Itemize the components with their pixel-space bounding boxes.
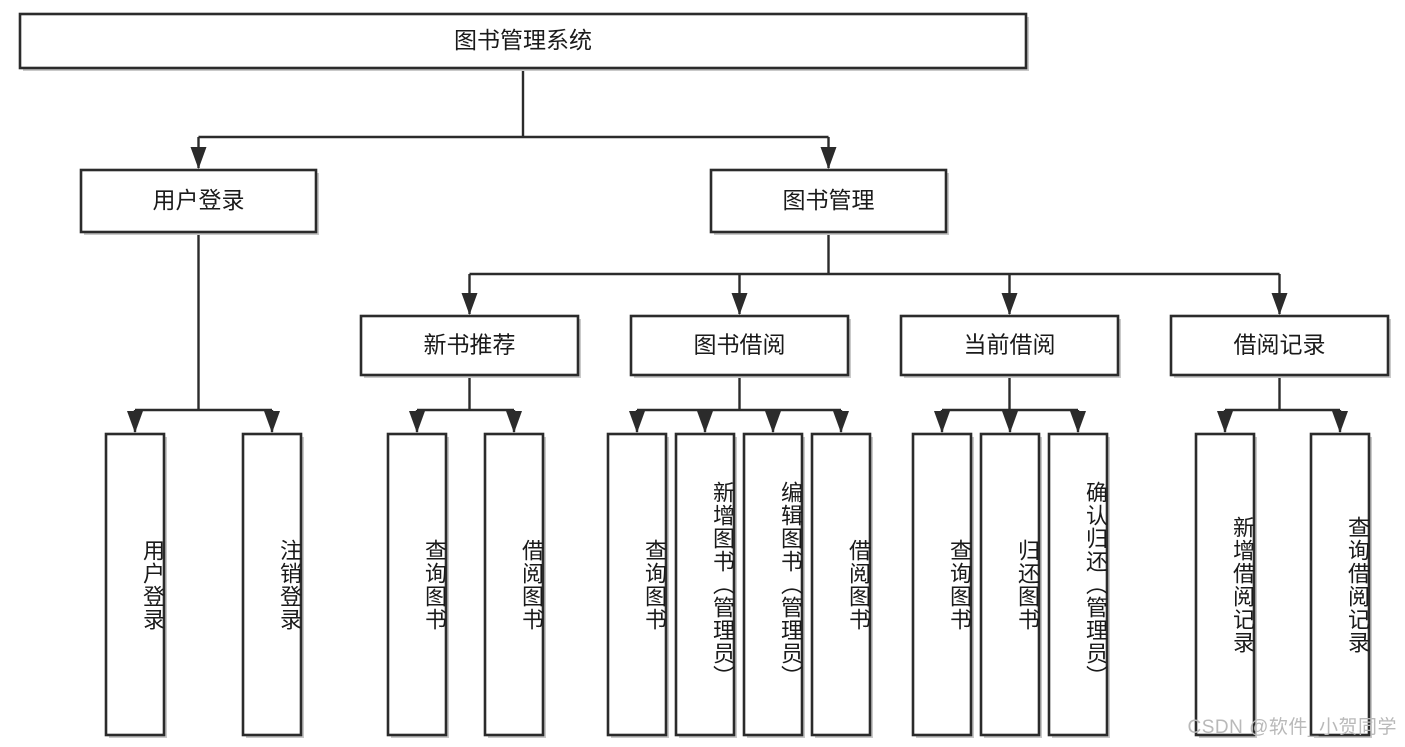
node-leaf-borrow-book-2[interactable] [810, 432, 872, 737]
arrow-head-icon [127, 411, 143, 433]
node-book-manage-label: 图书管理 [783, 187, 875, 213]
arrow-head-icon [1271, 293, 1288, 315]
arrow-head-icon [629, 411, 645, 433]
node-user-login-label: 用户登录 [153, 187, 245, 213]
arrow-head-icon [1002, 411, 1018, 433]
node-borrow-record[interactable] [1169, 314, 1390, 377]
arrow-head-icon [1001, 293, 1018, 315]
arrow-head-icon [697, 411, 713, 433]
node-leaf-query-book-3[interactable] [911, 432, 973, 737]
node-new-book-recommend[interactable] [359, 314, 580, 377]
arrow-head-icon [1070, 411, 1086, 433]
node-leaf-borrow-book-1[interactable] [483, 432, 545, 737]
node-root-label: 图书管理系统 [454, 27, 592, 53]
arrow-head-icon [1332, 411, 1348, 433]
arrow-head-icon [934, 411, 950, 433]
boxes-layer [18, 12, 1391, 738]
arrow-head-icon [461, 293, 478, 315]
arrow-head-icon [765, 411, 781, 433]
arrow-head-icon [820, 147, 837, 169]
arrow-head-icon [833, 411, 849, 433]
node-leaf-query-book-2[interactable] [606, 432, 668, 737]
arrow-head-icon [506, 411, 522, 433]
node-user-login[interactable] [79, 168, 318, 234]
node-book-manage[interactable] [709, 168, 948, 234]
node-leaf-logout[interactable] [241, 432, 303, 737]
arrow-head-icon [731, 293, 748, 315]
arrow-head-icon [264, 411, 280, 433]
connectors-layer [127, 68, 1348, 433]
node-borrow-record-label: 借阅记录 [1234, 332, 1326, 358]
arrow-head-icon [409, 411, 425, 433]
node-book-borrow-label: 图书借阅 [694, 332, 786, 358]
node-leaf-query-record[interactable] [1309, 432, 1371, 737]
watermark-text: CSDN @软件_小贺同学 [1187, 717, 1397, 738]
node-leaf-add-book[interactable] [674, 432, 736, 737]
node-current-borrow[interactable] [899, 314, 1120, 377]
node-leaf-user-login[interactable] [104, 432, 166, 737]
node-leaf-return-book[interactable] [979, 432, 1041, 737]
arrow-head-icon [190, 147, 207, 169]
node-leaf-add-record[interactable] [1194, 432, 1256, 737]
node-leaf-confirm-return[interactable] [1047, 432, 1109, 737]
node-current-borrow-label: 当前借阅 [964, 332, 1056, 358]
node-book-borrow[interactable] [629, 314, 850, 377]
node-leaf-query-book-1[interactable] [386, 432, 448, 737]
node-new-book-recommend-label: 新书推荐 [424, 332, 516, 358]
arrow-head-icon [1217, 411, 1233, 433]
node-leaf-edit-book[interactable] [742, 432, 804, 737]
node-root[interactable] [18, 12, 1028, 70]
